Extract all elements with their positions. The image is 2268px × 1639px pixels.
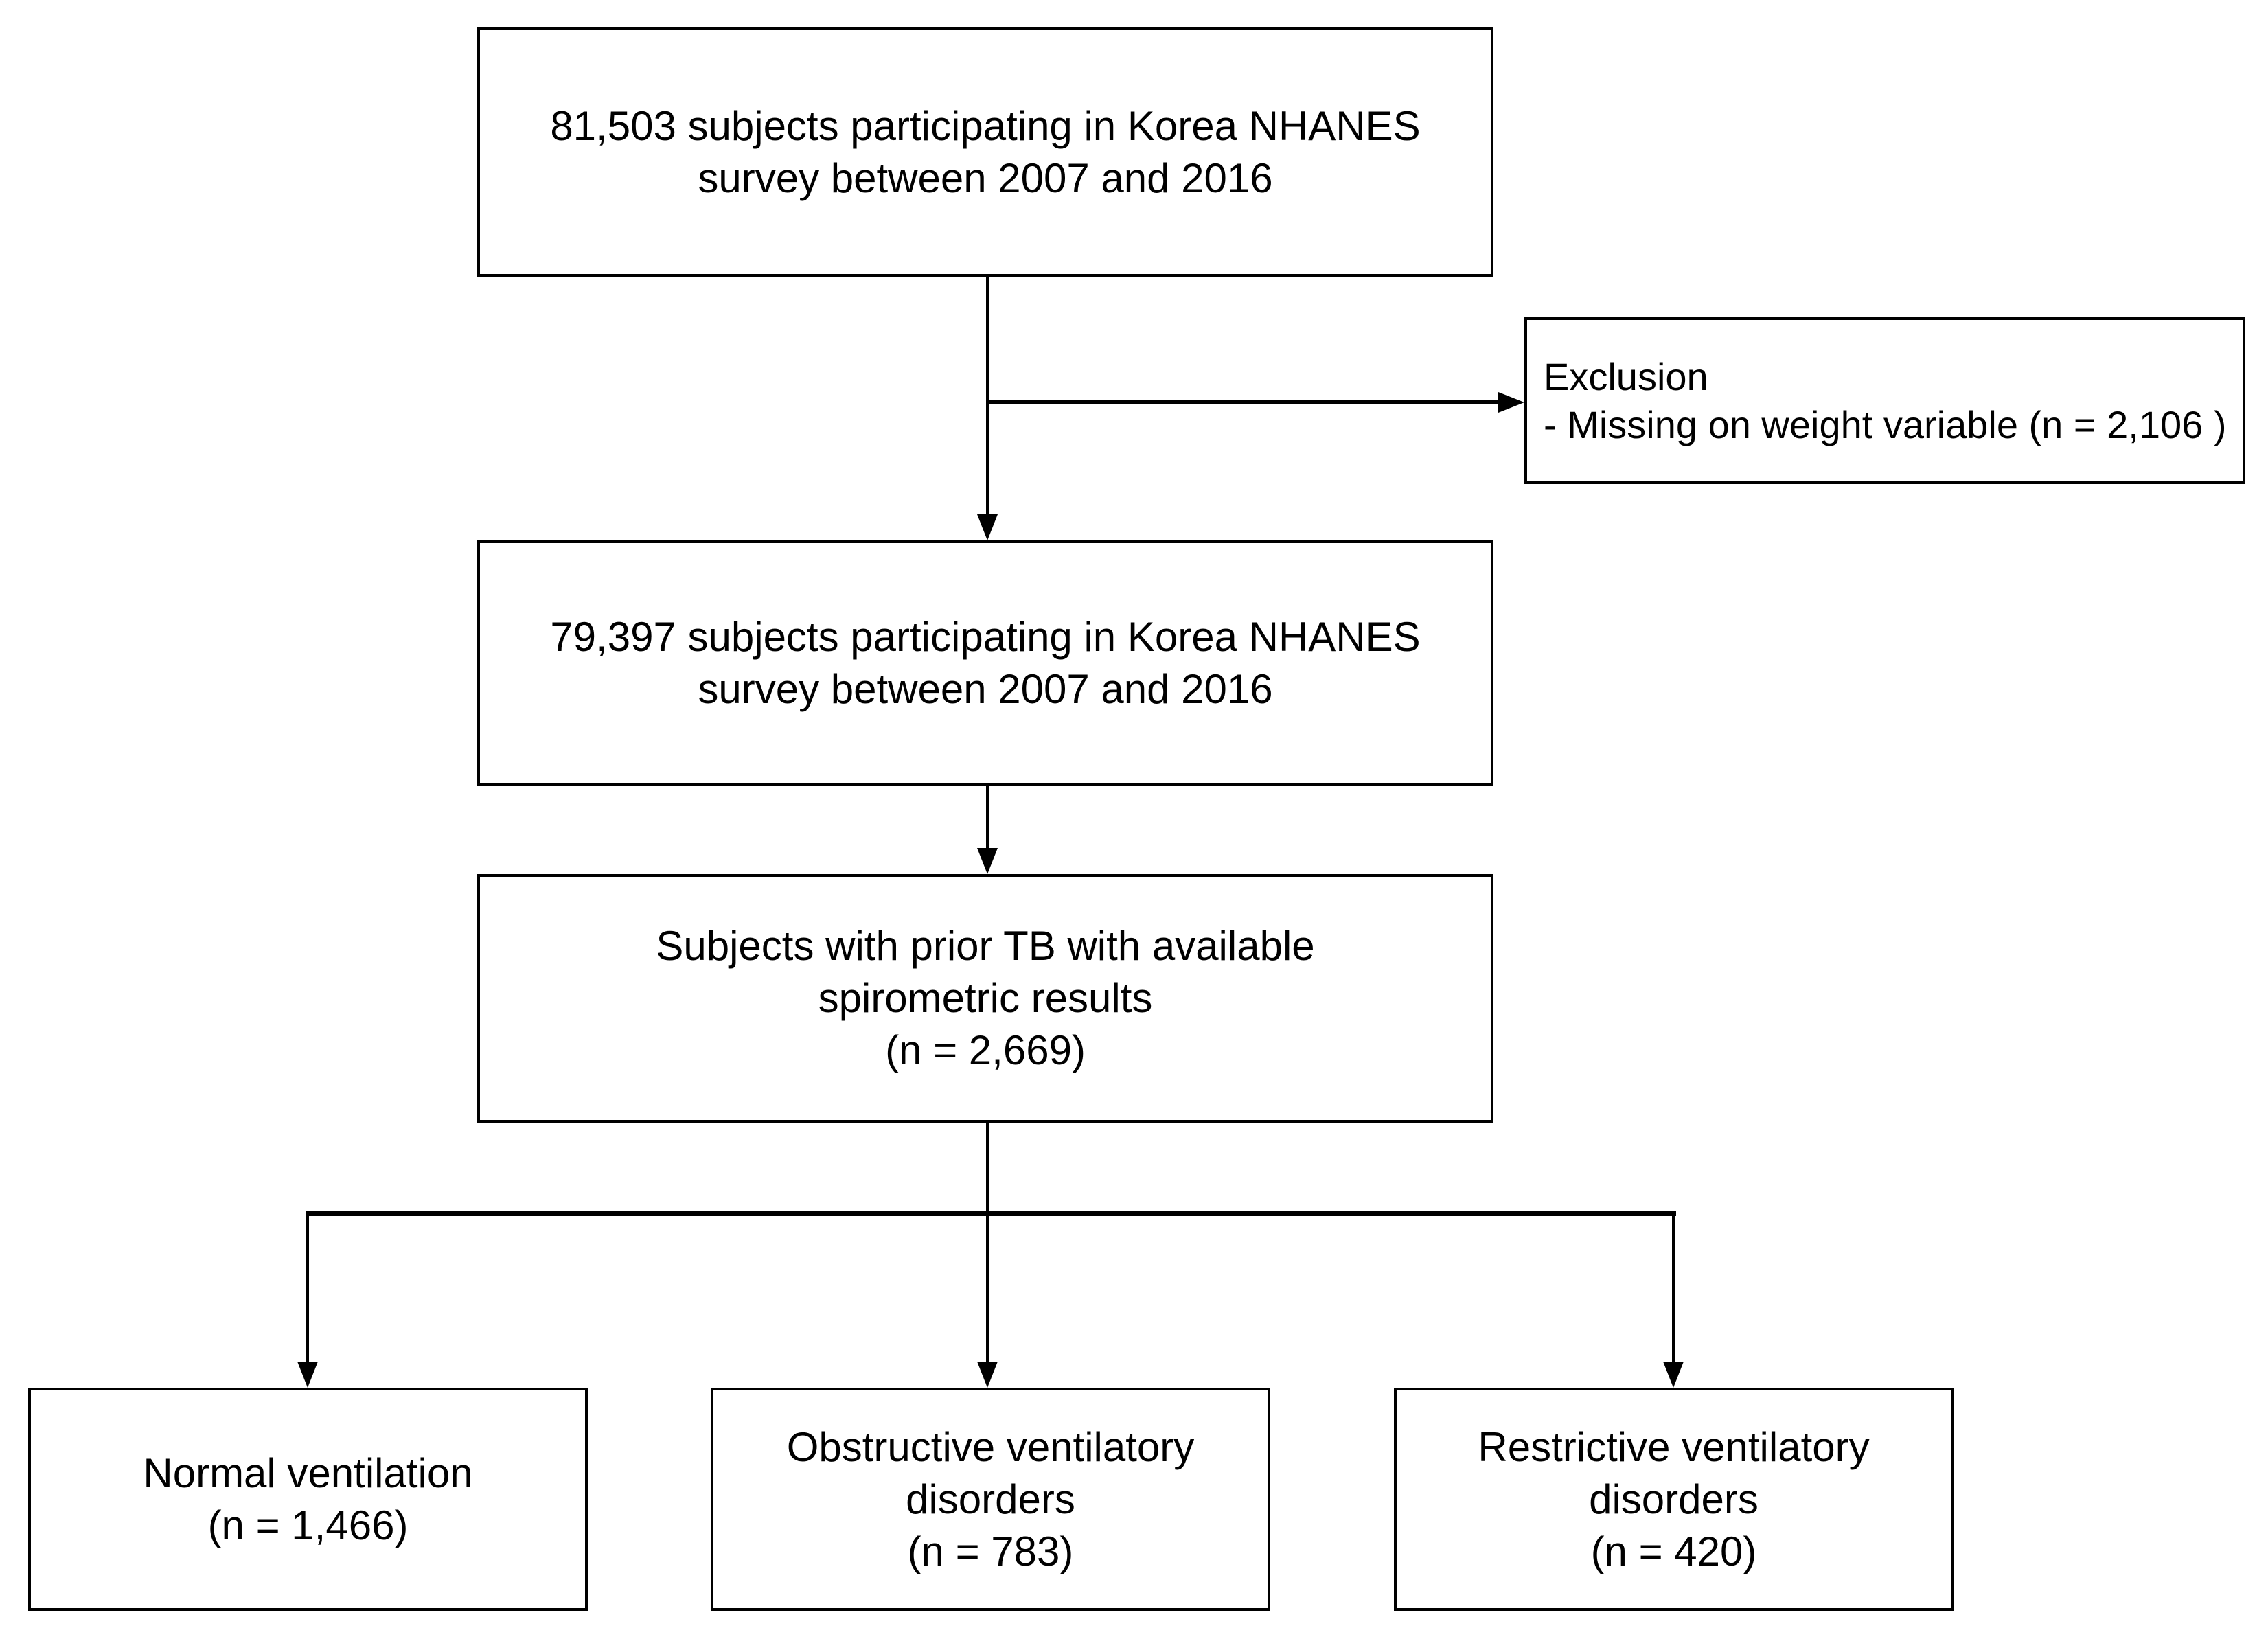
box-text-line: - Missing on weight variable (n = 2,106 … <box>1544 402 2227 446</box>
box-text-line: 79,397 subjects participating in Korea N… <box>550 614 1421 660</box>
box-text-line: Exclusion <box>1544 354 1708 398</box>
box-prior-tb: Subjects with prior TB with available sp… <box>477 874 1493 1123</box>
box-text-line: Restrictive ventilatory <box>1478 1423 1870 1470</box>
box-normal-ventilation: Normal ventilation (n = 1,466) <box>28 1388 588 1611</box>
arrowhead-down-icon <box>977 1362 998 1388</box>
box-text-line: (n = 783) <box>907 1528 1074 1574</box>
connector-branch-left <box>306 1211 309 1365</box>
arrowhead-down-icon <box>977 514 998 540</box>
branch-horizontal-line <box>306 1211 1676 1216</box>
arrowhead-down-icon <box>1663 1362 1684 1388</box>
connector-branch-center <box>986 1211 989 1365</box>
box-total-subjects: 81,503 subjects participating in Korea N… <box>477 27 1493 277</box>
connector-branch-right <box>1672 1211 1675 1365</box>
box-text-line: Obstructive ventilatory <box>786 1423 1195 1470</box>
box-text-line: Normal ventilation <box>143 1449 473 1496</box>
box-text-line: (n = 420) <box>1590 1528 1757 1574</box>
connector-total-to-weighted <box>986 277 989 518</box>
box-text-line: Subjects with prior TB with available <box>656 923 1315 969</box>
box-text-line: survey between 2007 and 2016 <box>698 154 1273 201</box>
box-text-line: (n = 2,669) <box>885 1027 1086 1073</box>
box-restrictive-disorders: Restrictive ventilatory disorders (n = 4… <box>1394 1388 1954 1611</box>
connector-priortb-stem <box>986 1123 989 1213</box>
box-text-line: survey between 2007 and 2016 <box>698 666 1273 712</box>
box-text-line: disorders <box>906 1476 1075 1522</box>
arrowhead-down-icon <box>297 1362 318 1388</box>
arrowhead-down-icon <box>977 848 998 874</box>
arrowhead-right-icon <box>1498 392 1524 413</box>
box-text-line: 81,503 subjects participating in Korea N… <box>550 102 1421 149</box>
box-obstructive-disorders: Obstructive ventilatory disorders (n = 7… <box>711 1388 1270 1611</box>
box-weighted-subjects: 79,397 subjects participating in Korea N… <box>477 540 1493 786</box>
connector-to-exclusion <box>987 400 1501 404</box>
connector-weighted-to-priortb <box>986 786 989 851</box>
box-text-line: spirometric results <box>818 975 1153 1021</box>
box-text-line: disorders <box>1589 1476 1759 1522</box>
box-text-line: (n = 1,466) <box>207 1502 409 1548</box>
box-exclusion: Exclusion - Missing on weight variable (… <box>1524 317 2245 484</box>
